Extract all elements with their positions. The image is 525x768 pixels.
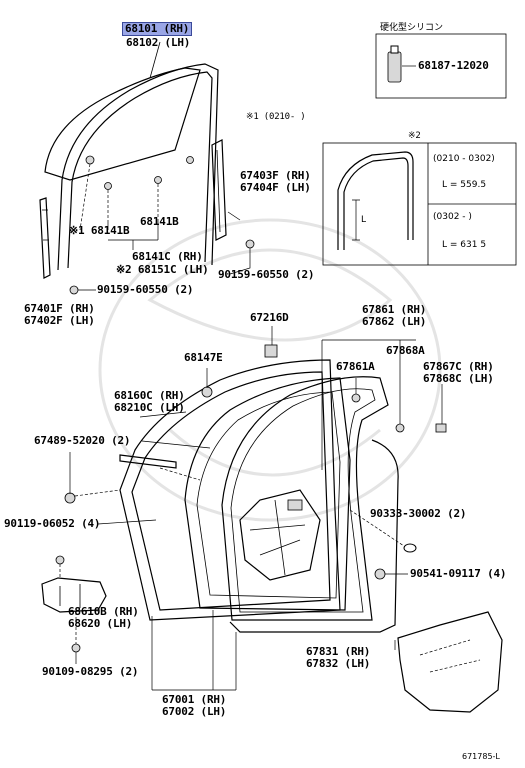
part-label-67402: 67402F (LH) xyxy=(24,314,95,327)
part-label-67831: 67831 (RH) xyxy=(306,645,371,658)
part-label-68102: 68102 (LH) xyxy=(126,36,191,49)
part-label-90541: 90541-09117 (4) xyxy=(410,567,507,580)
door-inner-frame xyxy=(184,377,351,611)
belt-moulding xyxy=(119,454,177,469)
clip-icon xyxy=(85,155,95,165)
part-label-68141b-left: ※1 68141B xyxy=(69,224,130,237)
part-label-90159-left: 90159-60550 (2) xyxy=(97,283,194,296)
sealant-label: 硬化型シリコン xyxy=(380,23,444,33)
part-label-67489: 67489-52020 (2) xyxy=(34,434,131,447)
diagram-id: 671785-L xyxy=(462,752,500,761)
part-label-68151c: ※2 68151C (LH) xyxy=(116,263,209,276)
part-label-68210c: 68210C (LH) xyxy=(114,401,185,414)
part-label-67868c: 67868C (LH) xyxy=(423,372,494,385)
detail-length-2: L = 631 5 xyxy=(442,240,487,250)
part-label-67861a: 67861A xyxy=(336,360,375,373)
part-label-90159-right: 90159-60550 (2) xyxy=(218,268,315,281)
part-label-67401: 67401F (RH) xyxy=(24,302,95,315)
part-label-90119: 90119-06052 (4) xyxy=(4,517,101,530)
part-label-67404: 67404F (LH) xyxy=(240,181,311,194)
front-channel xyxy=(39,197,51,279)
part-label-67403: 67403F (RH) xyxy=(240,169,311,182)
part-label-67832: 67832 (LH) xyxy=(306,657,371,670)
part-label-67002: 67002 (LH) xyxy=(162,705,227,718)
part-label-67001: 67001 (RH) xyxy=(162,693,227,706)
part-label-67862: 67862 (LH) xyxy=(362,315,427,328)
door-weatherstrip xyxy=(221,376,389,621)
part-label-68147e: 68147E xyxy=(184,351,223,364)
door-panel xyxy=(119,359,341,621)
detail-dimension-l: L xyxy=(361,215,367,225)
part-label-68620: 68620 (LH) xyxy=(68,617,133,630)
sealant-tube-icon xyxy=(387,51,402,83)
service-hole-cover xyxy=(397,611,503,713)
part-label-67868a: 67868A xyxy=(386,344,425,357)
watermark-emblem xyxy=(98,218,442,522)
part-label-68160c: 68160C (RH) xyxy=(114,389,185,402)
part-label-90333: 90333-30002 (2) xyxy=(370,507,467,520)
note-2: ※2 xyxy=(408,131,421,141)
bolt-icon xyxy=(69,285,79,295)
glass-run-frame xyxy=(57,63,219,271)
part-label-90109: 90109-08295 (2) xyxy=(42,665,139,678)
door-hinge xyxy=(41,577,107,613)
detail-range-2: (0302 - ) xyxy=(433,212,472,222)
part-label-68610b: 68610B (RH) xyxy=(68,605,139,618)
window-regulator xyxy=(239,489,321,581)
part-label-67216: 67216D xyxy=(250,311,289,324)
part-label-67861: 67861 (RH) xyxy=(362,303,427,316)
detail-length-1: L = 559.5 xyxy=(442,180,487,190)
rear-channel xyxy=(211,139,227,241)
sealant-box xyxy=(375,33,507,99)
part-label-67867c: 67867C (RH) xyxy=(423,360,494,373)
part-label-68101: 68101 (RH) xyxy=(122,22,193,36)
door-glass xyxy=(44,67,201,181)
detail-range-1: (0210 - 0302) xyxy=(433,154,495,164)
part-label-68141b-right: 68141B xyxy=(140,215,179,228)
note-1: ※1 (0210- ) xyxy=(246,112,306,122)
part-label-68187: 68187-12020 xyxy=(418,59,489,72)
part-label-68141c: 68141C (RH) xyxy=(132,250,203,263)
